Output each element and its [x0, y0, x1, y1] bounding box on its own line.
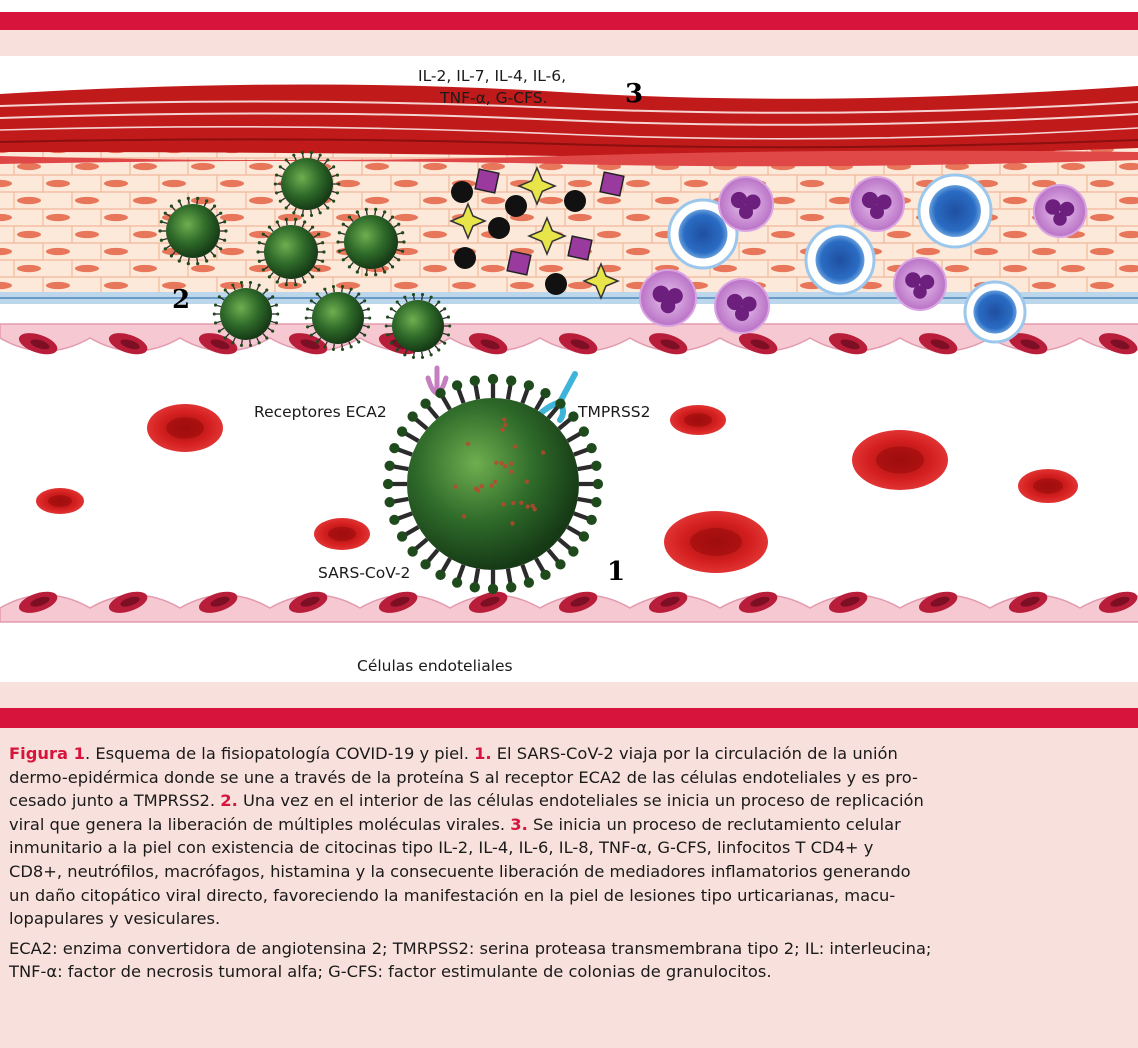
caption-step-2: 2. — [220, 791, 238, 810]
cytokine-square-icon — [475, 169, 499, 193]
red-blood-cell-icon — [314, 518, 370, 550]
cytokine-dot-icon — [545, 273, 567, 295]
neutrophil-icon — [715, 279, 769, 333]
figure-caption: Figura 1. Esquema de la fisiopatología C… — [9, 742, 1134, 984]
cytokines-label-line2: TNF-α, G-CFS. — [439, 89, 547, 107]
caption-step-1: 1. — [474, 744, 492, 763]
caption-line: lopapulares y vesiculares. — [9, 907, 1134, 931]
abbreviations-line: TNF-α: factor de necrosis tumoral alfa; … — [9, 960, 1134, 984]
caption-text: viral que genera la liberación de múltip… — [9, 815, 510, 834]
lymphocyte-icon — [965, 282, 1025, 342]
caption-line: viral que genera la liberación de múltip… — [9, 813, 1134, 837]
top-margin — [0, 0, 1138, 12]
neutrophil-icon — [640, 270, 696, 326]
cytokine-dot-icon — [488, 217, 510, 239]
cytokine-dot-icon — [454, 247, 476, 269]
cytokine-dot-icon — [564, 190, 586, 212]
virus-icon — [383, 374, 603, 594]
cytokine-square-icon — [568, 236, 592, 260]
sars-cov-2-label: SARS-CoV-2 — [318, 564, 410, 582]
caption-text: Se inicia un proceso de reclutamiento ce… — [528, 815, 901, 834]
figure-label: Figura 1 — [9, 744, 85, 763]
caption-line: un daño citopático viral directo, favore… — [9, 884, 1134, 908]
cytokine-dot-icon — [451, 181, 473, 203]
caption-line: Figura 1. Esquema de la fisiopatología C… — [9, 742, 1134, 766]
caption-text: cesado junto a TMPRSS2. — [9, 791, 220, 810]
step-number-2: 2 — [172, 285, 190, 315]
step-number-1: 1 — [607, 557, 625, 587]
caption-line: dermo-epidérmica donde se une a través d… — [9, 766, 1134, 790]
cytokine-dot-icon — [505, 195, 527, 217]
neutrophil-icon — [850, 177, 904, 231]
endothelial-layer-bottom — [0, 588, 1138, 622]
red-blood-cell-icon — [36, 488, 84, 514]
endothelial-cells-label: Células endoteliales — [357, 657, 513, 675]
header-accent-bar — [0, 12, 1138, 30]
tmprss2-label: TMPRSS2 — [577, 403, 651, 421]
cytokine-square-icon — [600, 172, 624, 196]
figure-illustration: IL-2, IL-7, IL-4, IL-6, TNF-α, G-CFS. 3 … — [0, 56, 1138, 682]
cytokine-square-icon — [507, 251, 531, 275]
caption-text: Una vez en el interior de las células en… — [238, 791, 924, 810]
endothelial-layer-top — [0, 324, 1138, 358]
caption-line: cesado junto a TMPRSS2. 2. Una vez en el… — [9, 789, 1134, 813]
caption-line: CD8+, neutrófilos, macrófagos, histamina… — [9, 860, 1134, 884]
cytokines-label-line1: IL-2, IL-7, IL-4, IL-6, — [418, 67, 566, 85]
caption-step-3: 3. — [510, 815, 528, 834]
caption-text: . Esquema de la fisiopatología COVID-19 … — [85, 744, 474, 763]
red-blood-cell-icon — [1018, 469, 1078, 503]
red-blood-cell-icon — [147, 404, 223, 452]
red-blood-cell-icon — [670, 405, 726, 435]
caption-text: El SARS-CoV-2 viaja por la circulación d… — [492, 744, 898, 763]
caption-line: inmunitario a la piel con existencia de … — [9, 836, 1134, 860]
abbreviations-line: ECA2: enzima convertidora de angiotensin… — [9, 937, 1134, 961]
neutrophil-icon — [1034, 185, 1086, 237]
red-blood-cell-icon — [852, 430, 948, 490]
neutrophil-icon — [894, 258, 946, 310]
virus-icon — [383, 374, 603, 594]
receptors-eca2-label: Receptores ECA2 — [254, 403, 387, 421]
step-number-3: 3 — [625, 79, 643, 109]
red-blood-cell-icon — [664, 511, 768, 573]
lymphocyte-icon — [806, 226, 874, 294]
neutrophil-icon — [719, 177, 773, 231]
pathophysiology-diagram: IL-2, IL-7, IL-4, IL-6, TNF-α, G-CFS. 3 … — [0, 56, 1138, 682]
caption-accent-bar — [0, 708, 1138, 728]
lymphocyte-icon — [919, 175, 991, 247]
